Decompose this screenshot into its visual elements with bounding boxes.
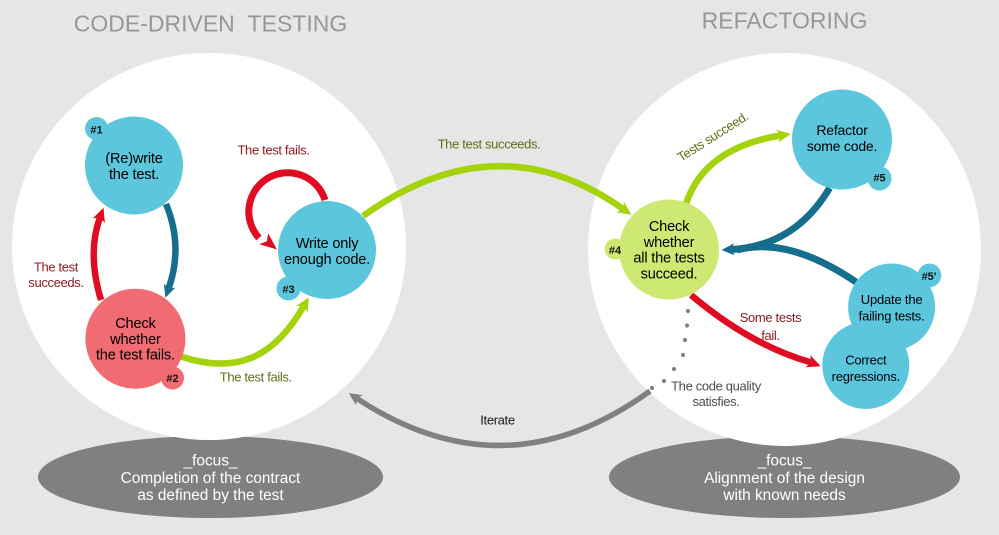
svg-text:#3: #3 xyxy=(282,284,294,296)
svg-text:The test fails.: The test fails. xyxy=(237,143,309,158)
svg-text:all the tests: all the tests xyxy=(633,251,704,267)
svg-text:_focus_: _focus_ xyxy=(757,453,812,470)
svg-text:The code quality: The code quality xyxy=(671,379,762,394)
svg-text:some code.: some code. xyxy=(807,138,877,154)
svg-text:REFACTORING: REFACTORING xyxy=(702,8,868,34)
svg-text:succeed.: succeed. xyxy=(641,266,698,282)
svg-text:Update the: Update the xyxy=(861,292,923,307)
svg-text:enough code.: enough code. xyxy=(284,252,370,268)
svg-text:#5: #5 xyxy=(873,173,885,185)
svg-text:Alignment of the design: Alignment of the design xyxy=(704,470,865,487)
svg-text:the test.: the test. xyxy=(109,167,159,183)
svg-text:Refactor: Refactor xyxy=(816,122,868,138)
svg-text:#2: #2 xyxy=(166,373,178,385)
svg-text:The test: The test xyxy=(34,260,79,275)
svg-text:Write only: Write only xyxy=(296,236,360,252)
svg-text:(Re)write: (Re)write xyxy=(105,151,162,167)
svg-text:whether: whether xyxy=(109,332,161,348)
svg-text:whether: whether xyxy=(643,235,695,251)
svg-text:Check: Check xyxy=(649,219,690,235)
svg-text:fail.: fail. xyxy=(761,328,779,343)
svg-text:#4: #4 xyxy=(609,245,622,257)
svg-text:Correct: Correct xyxy=(845,353,887,368)
svg-text:#1: #1 xyxy=(90,125,102,137)
svg-text:The test fails.: The test fails. xyxy=(220,370,292,385)
svg-text:#5': #5' xyxy=(922,271,937,283)
svg-text:The test succeeds.: The test succeeds. xyxy=(438,137,541,152)
svg-text:as defined by the test: as defined by the test xyxy=(137,487,284,504)
svg-text:satisfies.: satisfies. xyxy=(692,394,739,409)
svg-text:the test fails.: the test fails. xyxy=(96,348,175,364)
svg-text:Iterate: Iterate xyxy=(480,412,515,427)
svg-text:succeeds.: succeeds. xyxy=(28,275,83,290)
svg-text:regressions.: regressions. xyxy=(832,369,900,384)
svg-text:with known needs: with known needs xyxy=(722,487,846,504)
svg-text:failing tests.: failing tests. xyxy=(859,308,925,323)
svg-text:_focus_: _focus_ xyxy=(183,453,238,470)
svg-text:Completion of the contract: Completion of the contract xyxy=(121,470,301,487)
svg-text:CODE-DRIVEN TESTING: CODE-DRIVEN TESTING xyxy=(74,11,347,37)
svg-text:Some tests: Some tests xyxy=(740,310,802,325)
svg-text:Check: Check xyxy=(115,316,156,332)
